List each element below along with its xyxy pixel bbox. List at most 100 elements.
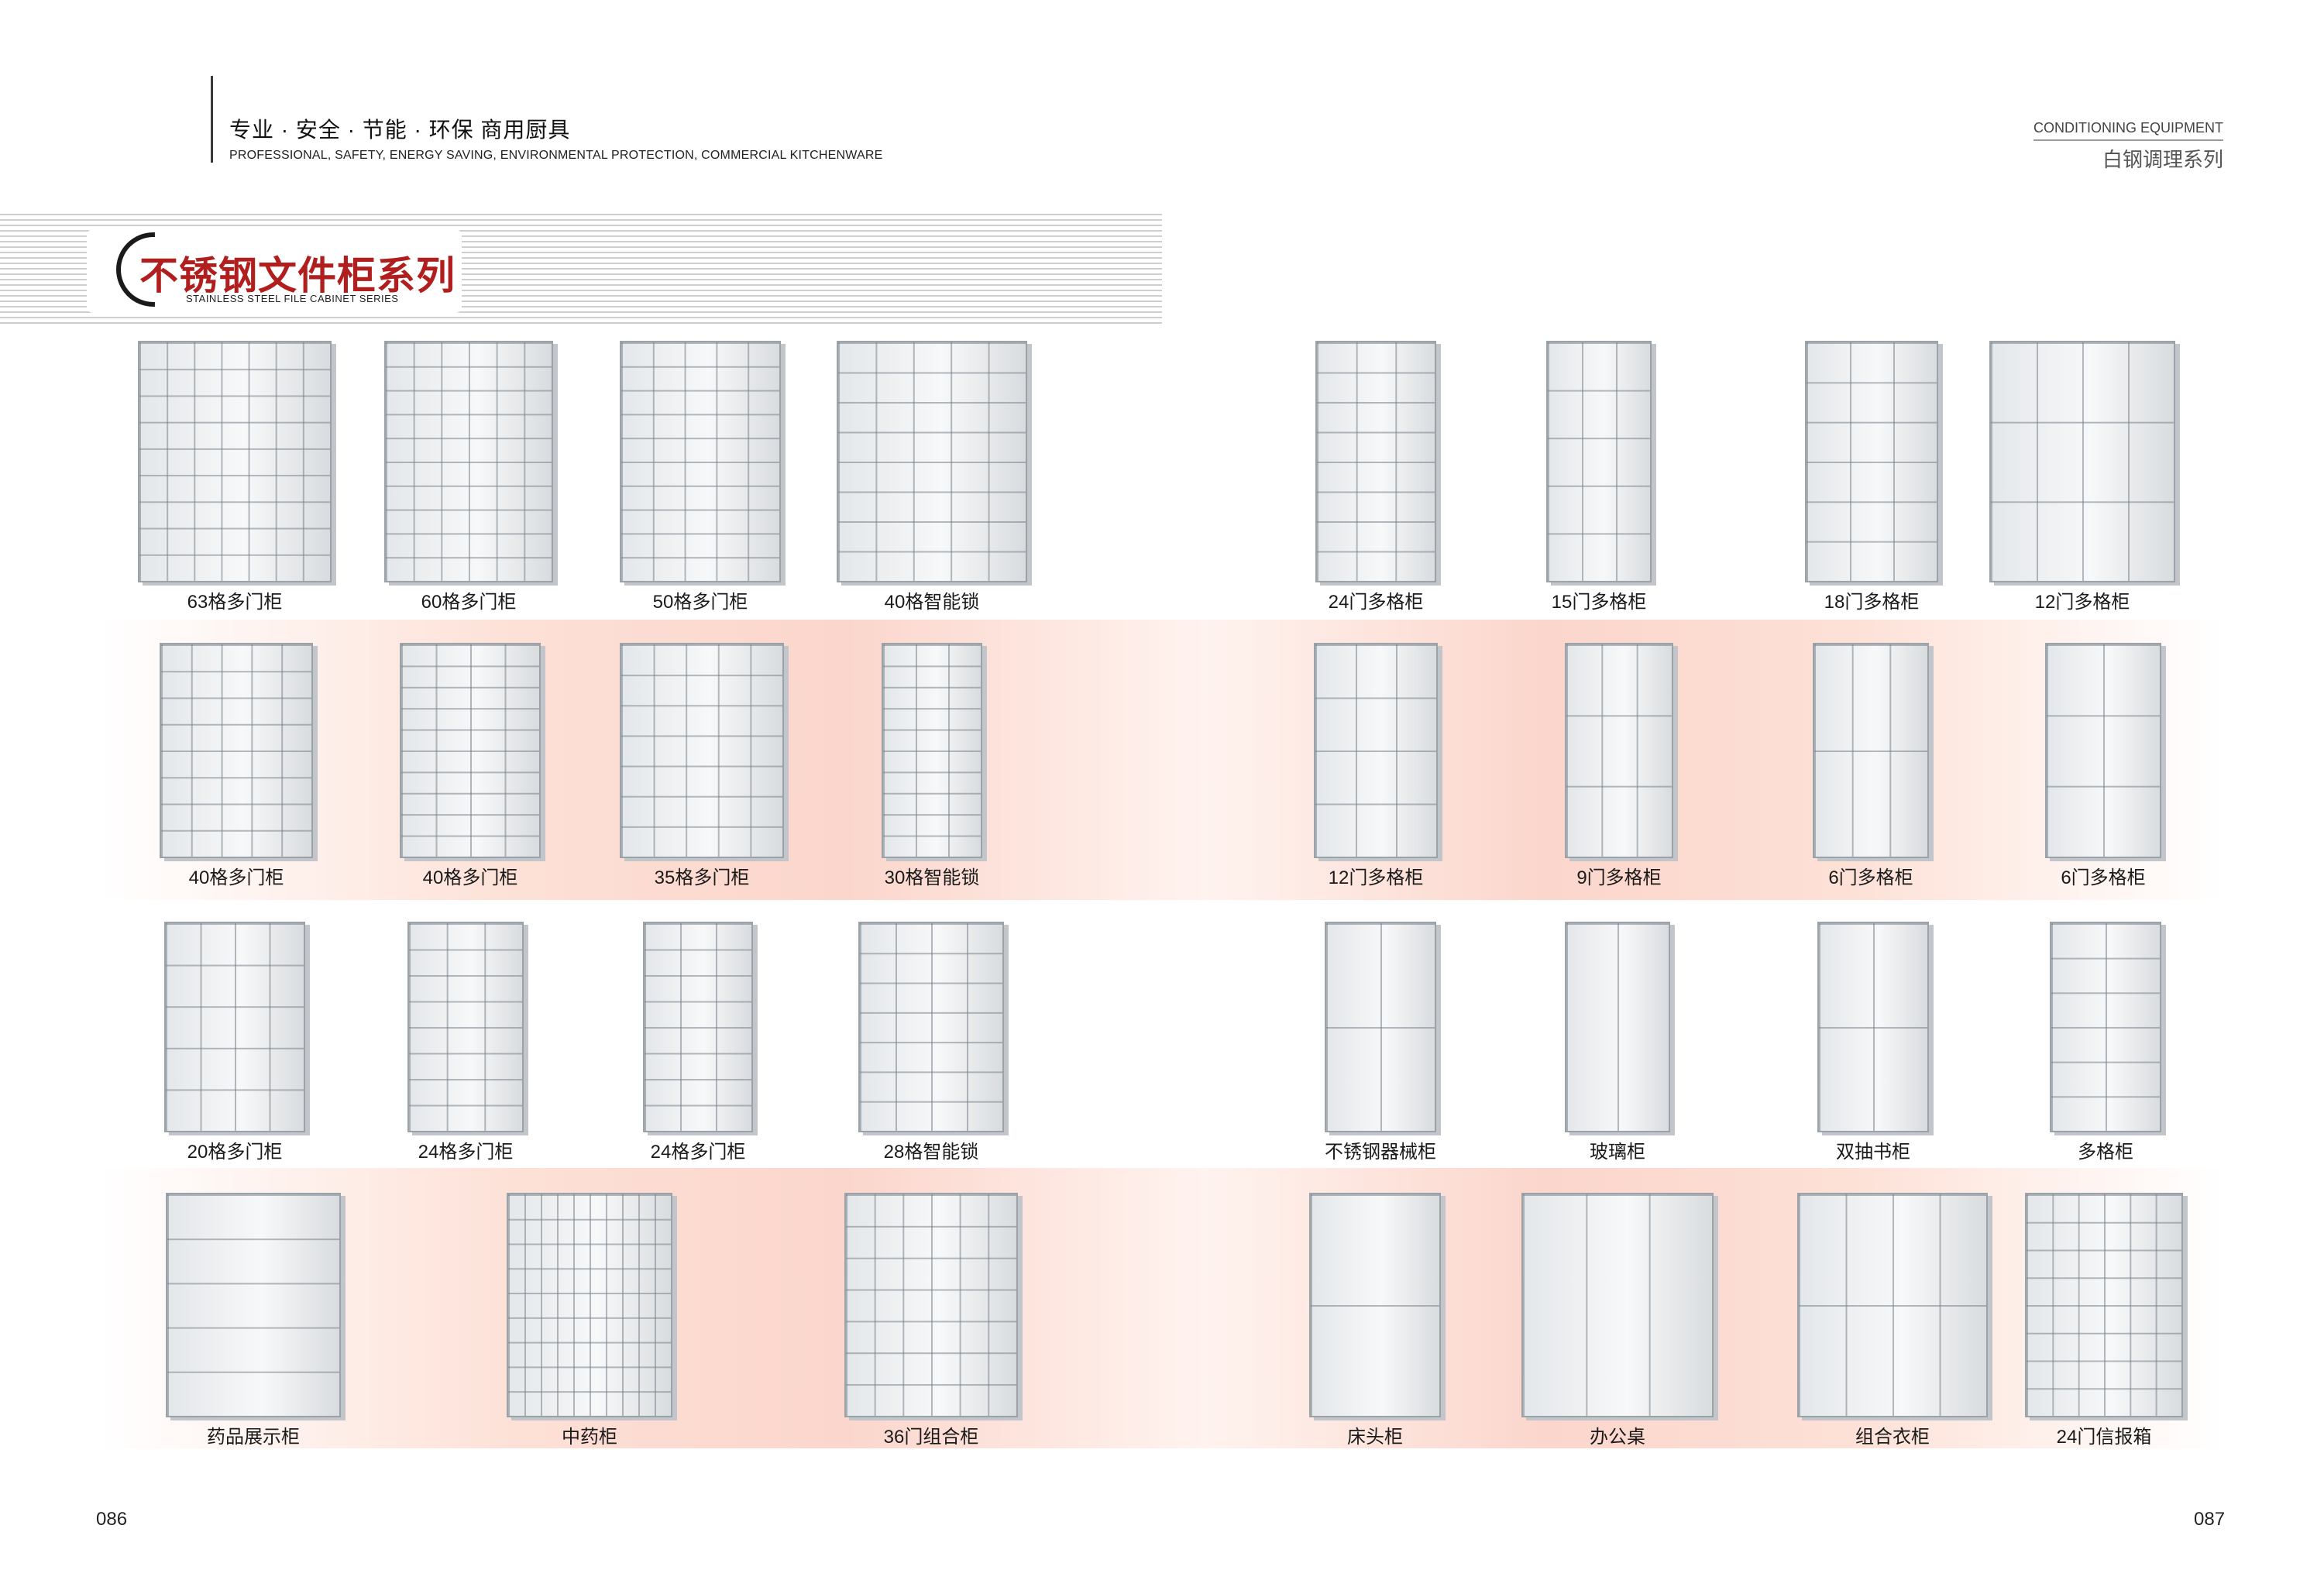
product-card: 28格智能锁 [858,922,1004,1166]
product-label: 12门多格柜 [1328,867,1424,888]
tagline-chinese: 专业 · 安全 · 节能 · 环保 商用厨具 [229,118,571,142]
cabinet-image [1817,922,1929,1132]
product-card: 24门多格柜 [1315,341,1436,617]
product-card: 35格多门柜 [620,643,784,892]
product-card: 18门多格柜 [1805,341,1938,617]
product-card: 办公桌 [1521,1193,1714,1451]
product-label: 双抽书柜 [1836,1142,1910,1163]
cabinet-image [407,922,524,1132]
series-title-english: CONDITIONING EQUIPMENT [2033,120,2223,141]
product-card: 40格多门柜 [400,643,541,892]
product-label: 20格多门柜 [187,1142,283,1163]
cabinet-image [1546,341,1652,582]
cabinet-image [2025,1193,2183,1417]
cabinet-image [620,341,781,582]
product-label: 28格智能锁 [883,1142,979,1163]
cabinet-image [1565,922,1670,1132]
cabinet-image [844,1193,1018,1417]
product-card: 不锈钢器械柜 [1325,922,1436,1166]
product-label: 15门多格柜 [1551,592,1647,613]
product-label: 24格多门柜 [418,1142,514,1163]
cabinet-image [1315,341,1436,582]
cabinet-image [1521,1193,1714,1417]
product-card: 24门信报箱 [2025,1193,2183,1451]
product-label: 办公桌 [1590,1427,1645,1448]
cabinet-image [164,922,305,1132]
section-subtitle: STAINLESS STEEL FILE CABINET SERIES [186,293,399,304]
product-label: 18门多格柜 [1824,592,1920,613]
section-title: 不锈钢文件柜系列 [139,254,456,297]
cabinet-image [507,1193,672,1417]
product-label: 中药柜 [562,1427,617,1448]
product-label: 床头柜 [1347,1427,1403,1448]
product-card: 60格多门柜 [384,341,553,617]
product-card: 药品展示柜 [166,1193,341,1451]
product-card: 双抽书柜 [1817,922,1929,1166]
product-label: 40格多门柜 [188,867,284,888]
product-label: 多格柜 [2078,1142,2133,1163]
product-card: 24格多门柜 [643,922,753,1166]
cabinet-image [1325,922,1436,1132]
cabinet-image [2050,922,2161,1132]
cabinet-image [1805,341,1938,582]
product-card: 6门多格柜 [2045,643,2161,892]
cabinet-image [1797,1193,1988,1417]
product-label: 30格智能锁 [884,867,980,888]
cabinet-image [1813,643,1929,858]
product-card: 15门多格柜 [1546,341,1652,617]
product-card: 组合衣柜 [1797,1193,1988,1451]
cabinet-image [620,643,784,858]
product-label: 玻璃柜 [1590,1142,1645,1163]
header-divider [211,76,213,163]
cabinet-image [384,341,553,582]
product-label: 组合衣柜 [1855,1427,1930,1448]
cabinet-image [1565,643,1673,858]
cabinet-image [858,922,1004,1132]
product-card: 30格智能锁 [882,643,982,892]
product-label: 24格多门柜 [650,1142,746,1163]
cabinet-image [1309,1193,1441,1417]
product-label: 24门信报箱 [2056,1427,2152,1448]
product-label: 40格智能锁 [884,592,980,613]
product-card: 24格多门柜 [407,922,524,1166]
page-number-right: 087 [2194,1509,2226,1530]
product-card: 9门多格柜 [1565,643,1673,892]
cabinet-image [837,341,1027,582]
product-card: 6门多格柜 [1813,643,1929,892]
product-label: 24门多格柜 [1328,592,1424,613]
cabinet-image [2045,643,2161,858]
product-card: 50格多门柜 [620,341,781,617]
cabinet-image [166,1193,341,1417]
product-card: 床头柜 [1309,1193,1441,1451]
cabinet-image [160,643,313,858]
product-label: 36门组合柜 [883,1427,979,1448]
product-label: 40格多门柜 [422,867,518,888]
cabinet-image [1314,643,1438,858]
product-card: 多格柜 [2050,922,2161,1166]
cabinet-image [643,922,753,1132]
product-label: 6门多格柜 [1828,867,1913,888]
product-label: 药品展示柜 [207,1427,300,1448]
product-label: 63格多门柜 [187,592,283,613]
cabinet-image [1989,341,2175,582]
product-card: 中药柜 [507,1193,672,1451]
product-card: 40格多门柜 [160,643,313,892]
cabinet-image [400,643,541,858]
product-label: 不锈钢器械柜 [1325,1142,1436,1163]
product-label: 6门多格柜 [2061,867,2146,888]
product-label: 50格多门柜 [652,592,748,613]
product-label: 35格多门柜 [654,867,750,888]
product-card: 20格多门柜 [164,922,305,1166]
tagline-english: PROFESSIONAL, SAFETY, ENERGY SAVING, ENV… [229,149,883,162]
cabinet-image [138,341,332,582]
product-label: 9门多格柜 [1576,867,1662,888]
page-number-left: 086 [96,1509,128,1530]
product-label: 12门多格柜 [2034,592,2130,613]
product-card: 40格智能锁 [837,341,1027,617]
product-label: 60格多门柜 [421,592,517,613]
product-card: 12门多格柜 [1989,341,2175,617]
product-card: 36门组合柜 [844,1193,1018,1451]
series-title-chinese: 白钢调理系列 [2102,148,2223,171]
product-card: 63格多门柜 [138,341,332,617]
product-card: 12门多格柜 [1314,643,1438,892]
